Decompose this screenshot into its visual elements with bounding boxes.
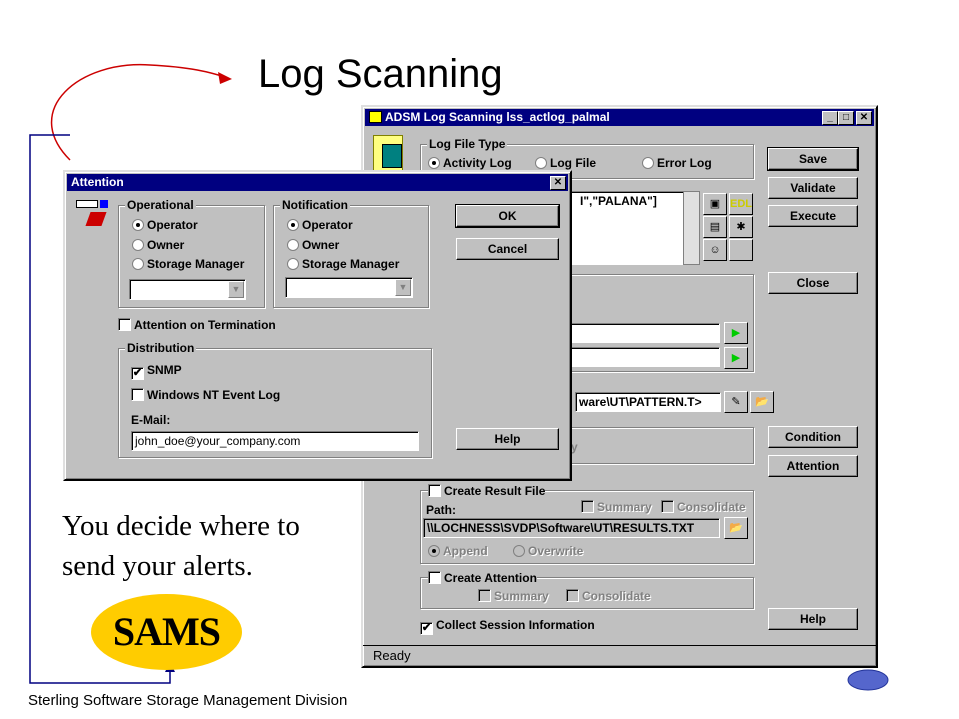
maximize-button[interactable]: □ [838,111,854,125]
notification-operator-radio[interactable]: Operator [287,219,353,232]
dialog-title-bar: Attention ✕ [67,174,568,191]
textarea-scrollbar[interactable] [683,191,700,265]
filter-input-2[interactable] [553,347,720,367]
caption-line: send your alerts. [62,550,253,582]
save-button[interactable]: Save [767,147,859,171]
snmp-checkbox[interactable]: ✔SNMP [131,363,182,380]
user-icon-button[interactable]: ☺ [703,239,727,261]
attention-consolidate-checkbox[interactable]: Consolidate [566,589,651,603]
create-attention-checkbox[interactable]: Create Attention [428,571,537,585]
path-label: Path: [426,503,456,517]
app-icon [369,111,382,123]
result-file-group: Create Result File Summary Consolidate P… [420,484,754,564]
slide-title: Log Scanning [258,52,503,96]
edit-icon-button[interactable]: EDL [729,193,753,215]
email-input[interactable]: john_doe@your_company.com [131,431,419,451]
radio-log-file[interactable]: Log File [535,157,596,170]
notification-owner-radio[interactable]: Owner [287,239,339,252]
add-icon-button[interactable]: ▣ [703,193,727,215]
chevron-down-icon[interactable]: ▼ [395,279,411,296]
criteria-textarea[interactable]: I","PALANA"] [553,191,684,265]
email-label: E-Mail: [131,413,171,427]
distribution-group: Distribution ✔SNMP Windows NT Event Log … [118,341,432,458]
edit-pattern-button[interactable]: ✎ [724,391,748,413]
filter-input-1[interactable] [553,323,720,343]
status-bar: Ready [363,645,876,666]
notification-combo[interactable]: ▼ [285,277,413,298]
play-button-2[interactable]: ▶ [724,347,748,369]
help-button[interactable]: Help [768,608,858,630]
result-path-input[interactable]: \\LOCHNESS\SVDP\Software\UT\RESULTS.TXT [423,518,720,538]
empty-button[interactable] [729,239,753,261]
radio-error-log[interactable]: Error Log [642,157,712,170]
validate-button[interactable]: Validate [768,177,858,199]
radio-overwrite[interactable]: Overwrite [513,545,583,558]
operational-combo[interactable]: ▼ [129,279,246,300]
collect-session-checkbox[interactable]: ✔Collect Session Information [420,618,595,635]
group-label: Notification [280,198,350,212]
open-folder-button[interactable]: 📂 [750,391,774,413]
result-consolidate-checkbox[interactable]: Consolidate [661,500,746,514]
minimize-button[interactable]: _ [822,111,838,125]
condition-button[interactable]: Condition [768,426,858,448]
attention-icon [76,200,108,230]
ok-button[interactable]: OK [455,204,560,228]
log-file-type-group: Log File Type Activity Log Log File Erro… [420,137,754,179]
attention-button[interactable]: Attention [768,455,858,477]
notification-group: Notification Operator Owner Storage Mana… [273,198,429,308]
radio-append[interactable]: Append [428,545,488,558]
safe-icon [373,135,403,171]
attention-dialog: Attention ✕ Operational Operator Owner S… [63,170,572,481]
execute-button[interactable]: Execute [768,205,858,227]
cancel-button[interactable]: Cancel [456,238,559,260]
nt-event-log-checkbox[interactable]: Windows NT Event Log [131,388,280,402]
operational-owner-radio[interactable]: Owner [132,239,184,252]
arrow-head [218,72,232,84]
operational-storage-manager-radio[interactable]: Storage Manager [132,258,244,271]
play-button-1[interactable]: ▶ [724,322,748,344]
curved-arrow [50,63,229,161]
create-attention-group: Create Attention Summary Consolidate [420,571,754,609]
group-label: Log File Type [427,137,508,151]
operational-group: Operational Operator Owner Storage Manag… [118,198,265,308]
footer: Sterling Software Storage Management Div… [28,692,348,709]
caption-line: You decide where to [62,510,300,542]
partial-text: y [571,440,578,454]
title-bar: ADSM Log Scanning lss_actlog_palmal _ □ … [365,109,874,126]
attention-on-termination-checkbox[interactable]: Attention on Termination [118,318,276,332]
connector-line [29,134,171,684]
dialog-help-button[interactable]: Help [456,428,559,450]
tools-icon-button[interactable]: ✱ [729,216,753,238]
result-folder-button[interactable]: 📂 [724,517,748,539]
dialog-title: Attention [71,175,124,189]
pattern-path-input[interactable]: ware\UT\PATTERN.T> [575,392,721,412]
list-icon-button[interactable]: ▤ [703,216,727,238]
group-label: Distribution [125,341,197,355]
chevron-down-icon[interactable]: ▼ [228,281,244,298]
attention-summary-checkbox[interactable]: Summary [478,589,549,603]
create-result-file-checkbox[interactable]: Create Result File [428,484,546,498]
close-button[interactable]: Close [768,272,858,294]
radio-activity-log[interactable]: Activity Log [428,157,512,170]
window-title: ADSM Log Scanning lss_actlog_palmal [385,110,610,124]
dialog-close-button[interactable]: ✕ [550,176,566,190]
operational-operator-radio[interactable]: Operator [132,219,198,232]
nav-button[interactable] [847,669,889,691]
result-summary-checkbox[interactable]: Summary [581,500,652,514]
slide-caption: You decide where to send your alerts. [62,506,300,586]
notification-storage-manager-radio[interactable]: Storage Manager [287,258,399,271]
sams-logo: SAMS [91,594,242,670]
close-window-button[interactable]: ✕ [856,111,872,125]
group-label: Operational [125,198,196,212]
